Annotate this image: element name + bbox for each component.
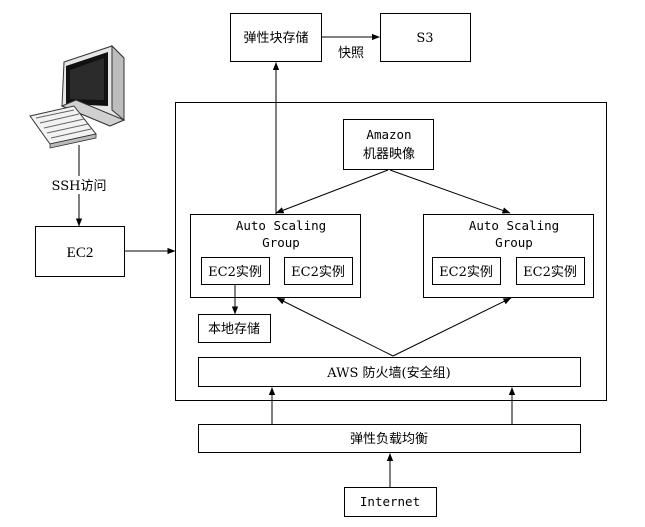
- ebs-box: [230, 13, 322, 62]
- asg-right-label-line2: Group: [495, 235, 533, 250]
- local-storage-label: 本地存储: [208, 322, 260, 337]
- ec2-label: EC2: [67, 245, 94, 261]
- ami-label-line1: Amazon: [366, 127, 411, 142]
- asg-left-label-line1: Auto Scaling: [236, 218, 326, 233]
- asg-left-label-line2: Group: [262, 235, 300, 250]
- firewall-to-asg-left-arrow: [276, 297, 394, 357]
- elb-box: [198, 424, 581, 453]
- desktop-computer-icon: [60, 44, 126, 127]
- local-storage-box: [198, 314, 271, 343]
- internet-box: [344, 487, 437, 517]
- ssh-label: SSH访问: [52, 179, 107, 194]
- firewall-label: AWS 防火墙(安全组): [326, 365, 450, 381]
- keyboard-icon: [29, 105, 97, 149]
- ami-to-asg-left-arrow: [275, 169, 389, 214]
- firewall-box: [198, 357, 581, 387]
- ec2-instance-box: [284, 257, 353, 285]
- s3-label: S3: [416, 31, 433, 46]
- ec2-instance-label: EC2实例: [439, 265, 493, 280]
- firewall-to-asg-right-arrow: [392, 297, 512, 357]
- ami-label-line2: 机器映像: [363, 147, 415, 162]
- ec2-instance-box: [516, 257, 585, 285]
- ami-to-asg-right-arrow: [389, 169, 511, 214]
- internet-label: Internet: [360, 494, 420, 509]
- ami-box: [343, 119, 434, 170]
- ec2-instance-label: EC2实例: [208, 265, 262, 280]
- elb-label: 弹性负载均衡: [350, 432, 428, 447]
- snapshot-label: 快照: [338, 46, 364, 61]
- s3-box: [380, 13, 471, 62]
- ec2-instance-label: EC2实例: [291, 265, 345, 280]
- ebs-label: 弹性块存储: [243, 31, 308, 46]
- ec2-box: [35, 226, 125, 277]
- ec2-instance-box: [432, 257, 501, 285]
- asg-right-label-line1: Auto Scaling: [469, 218, 559, 233]
- ec2-instance-label: EC2实例: [523, 265, 577, 280]
- ssh-label-bg: [54, 176, 106, 194]
- ec2-instance-box: [201, 257, 270, 285]
